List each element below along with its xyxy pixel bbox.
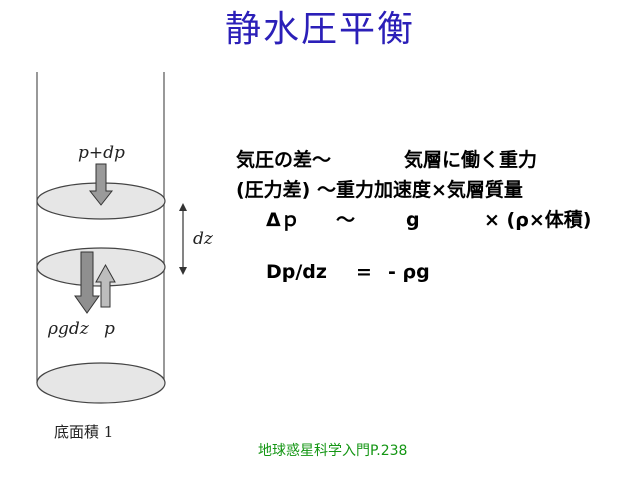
eq-row2: (圧力差) ～重力加速度×気層質量 xyxy=(236,179,523,201)
label-base-area: 底面積 1 xyxy=(54,423,113,441)
bottom-disk xyxy=(36,362,166,404)
eq-row3-mass: × (ρ×体積) xyxy=(484,209,592,231)
label-rho-g-dz: ρgdz xyxy=(47,319,90,339)
dz-arrowhead-top xyxy=(179,203,187,211)
gravity-arrow xyxy=(74,251,100,314)
label-dz: dz xyxy=(193,229,214,249)
eq-row3-tilde: ～ xyxy=(336,209,356,231)
page-title: 静水圧平衡 xyxy=(224,9,415,50)
eq-row4-lhs: Dp/dz xyxy=(266,261,327,283)
citation: 地球惑星科学入門P.238 xyxy=(258,443,408,459)
dz-arrowhead-bottom xyxy=(179,267,187,275)
eq-row3-delta-p: Δｐ xyxy=(266,209,300,231)
pressure-up-arrow xyxy=(95,263,116,308)
label-p-bottom: p xyxy=(104,319,115,339)
eq-row1-left: 気圧の差～ xyxy=(236,149,332,171)
eq-row4-rhs: - ρg xyxy=(388,261,430,283)
eq-row1-right: 気層に働く重力 xyxy=(404,149,538,171)
eq-row3-g: g xyxy=(406,209,420,231)
label-p-plus-dp: p+dp xyxy=(78,143,125,163)
pressure-top-arrow xyxy=(88,163,114,206)
eq-row4-equals: = xyxy=(356,261,372,283)
